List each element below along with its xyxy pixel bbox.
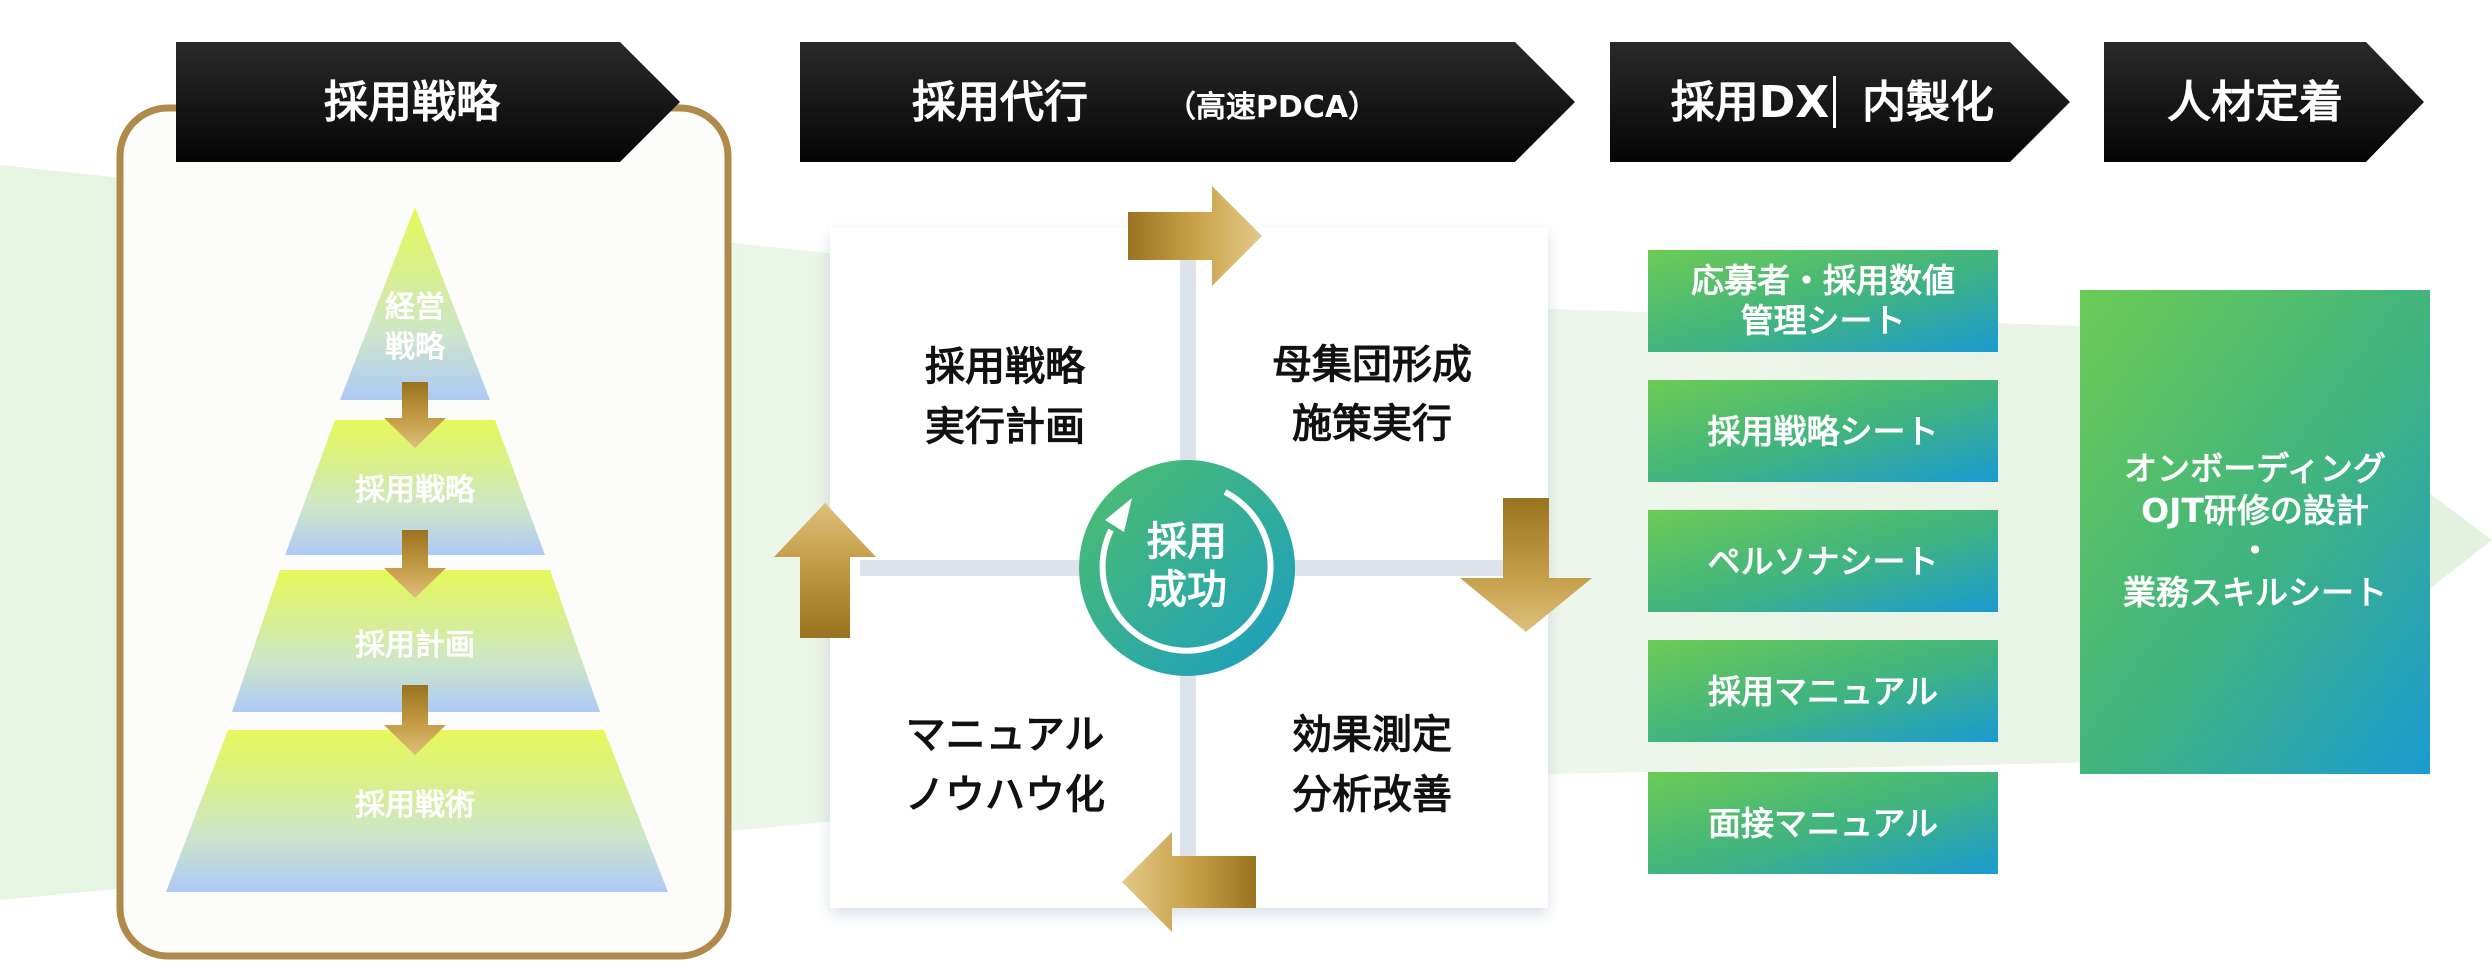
dx-item-4 <box>1648 640 1998 742</box>
retention-header <box>2104 42 2424 162</box>
pyramid-level-1 <box>340 207 490 400</box>
pdca-center-circle <box>1079 460 1295 676</box>
pdca-cycle-ring-icon <box>1099 489 1274 654</box>
pyramid-level-4-label: 採用戦術 <box>355 788 475 823</box>
dx-header <box>1610 42 2070 162</box>
pdca-q1-line1: 採用戦略 <box>925 344 1086 390</box>
dx-item-1-line2: 管理シート <box>1741 301 1906 340</box>
strategy-header-label: 採用戦略 <box>324 77 501 128</box>
pdca-q4-line2: 分析改善 <box>1292 772 1452 818</box>
pyramid-level-1-line2: 戦略 <box>385 330 446 365</box>
pdca-q4-line1: 効果測定 <box>1292 712 1452 758</box>
pyramid-down-arrow-1 <box>384 382 446 448</box>
pyramid-down-arrow-2 <box>384 530 446 598</box>
agency-header-sublabel: （高速PDCA） <box>1166 90 1378 125</box>
dx-item-1-line1: 応募者・採用数値 <box>1691 261 1955 300</box>
dx-item-3 <box>1648 510 1998 612</box>
dx-item-2 <box>1648 380 1998 482</box>
dx-header-divider <box>1833 76 1836 128</box>
pdca-center-line1: 採用 <box>1147 519 1227 565</box>
dx-item-3-label: ペルソナシート <box>1708 542 1939 581</box>
strategy-pyramid <box>166 207 668 892</box>
pyramid-down-arrow-3 <box>384 685 446 755</box>
dx-item-1 <box>1648 250 1998 352</box>
pdca-center-line2: 成功 <box>1147 567 1227 613</box>
dx-header-left-label: 採用DX <box>1671 77 1830 128</box>
pyramid-level-1-line1: 経営 <box>385 290 445 325</box>
pdca-q2-line1: 母集団形成 <box>1272 342 1472 388</box>
dx-item-5 <box>1648 772 1998 874</box>
dx-item-4-label: 採用マニュアル <box>1708 672 1938 711</box>
retention-line1: オンボーディング <box>2124 449 2386 488</box>
dx-item-2-label: 採用戦略シート <box>1708 412 1939 451</box>
pdca-arrow-left <box>1122 832 1256 932</box>
pdca-q2-line2: 施策実行 <box>1292 401 1452 447</box>
pyramid-level-3 <box>232 570 600 712</box>
retention-box <box>2080 290 2430 774</box>
pdca-q3-line2: ノウハウ化 <box>905 772 1105 818</box>
pyramid-level-2-label: 採用戦略 <box>355 473 476 508</box>
pdca-cycle-arrowhead-icon <box>1105 498 1132 532</box>
pdca-arrow-right <box>1128 186 1262 286</box>
pdca-q1-line2: 実行計画 <box>925 404 1085 450</box>
pyramid-level-4 <box>166 730 668 892</box>
retention-line3: ・ <box>2239 531 2272 570</box>
strategy-header <box>176 42 680 162</box>
retention-line4: 業務スキルシート <box>2123 573 2387 612</box>
agency-header-label: 採用代行 <box>912 77 1088 128</box>
retention-header-label: 人材定着 <box>2167 77 2343 128</box>
pdca-q3-line1: マニュアル <box>906 712 1105 758</box>
agency-header <box>800 42 1575 162</box>
pdca-arrow-down <box>1460 498 1592 632</box>
dx-item-list <box>1648 250 1998 874</box>
dx-header-right-label: 内製化 <box>1862 77 1994 128</box>
pdca-arrow-up <box>774 503 876 638</box>
dx-item-5-label: 面接マニュアル <box>1708 804 1938 843</box>
retention-line2: OJT研修の設計 <box>2141 491 2369 530</box>
pyramid-level-2 <box>285 420 545 555</box>
pyramid-level-3-label: 採用計画 <box>355 628 475 663</box>
